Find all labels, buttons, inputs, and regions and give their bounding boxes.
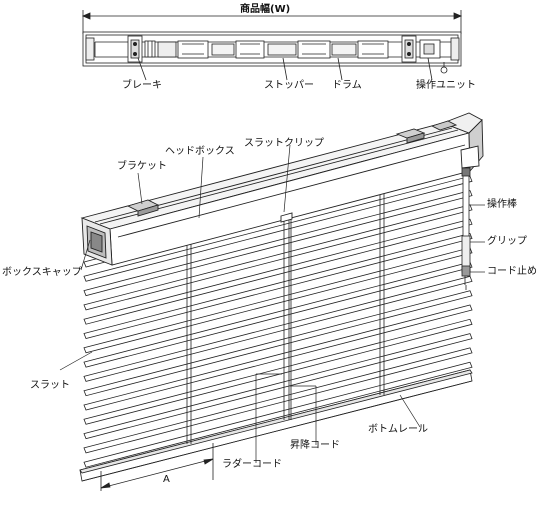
box-cap-label: ボックスキャップ (2, 267, 82, 278)
brake-label: ブレーキ (122, 80, 162, 91)
slat-label: スラット (30, 380, 70, 391)
stopper-label: ストッパー (264, 80, 314, 91)
top-view-leaders (137, 57, 433, 81)
bottom-rail (79, 369, 473, 482)
slat (83, 333, 473, 440)
ladder-cord-label: ラダーコード (222, 459, 282, 470)
slat (83, 261, 473, 368)
cord-stop-label: コード止め (487, 266, 537, 277)
width-label: 商品幅(W) (240, 4, 291, 15)
top-view (81, 10, 463, 81)
slat (83, 361, 473, 468)
slat (83, 275, 473, 382)
head-box-label: ヘッドボックス (165, 146, 235, 157)
operating-rod (461, 167, 471, 290)
slat (83, 190, 473, 297)
slat (83, 290, 473, 397)
head-box (80, 112, 484, 266)
dimension-a (100, 443, 214, 491)
main-view-leaders (59, 144, 485, 463)
width-dimension (81, 10, 463, 34)
operating-rod-label: 操作棒 (487, 199, 517, 210)
slat (83, 218, 473, 325)
slat (83, 304, 473, 411)
slat (83, 175, 473, 282)
dimension-a-label: A (163, 474, 170, 485)
lifting-cord-label: 昇降コード (290, 440, 340, 451)
bracket-label: ブラケット (117, 161, 167, 172)
bottom-rail-label: ボトムレール (368, 424, 428, 435)
slat (83, 204, 473, 311)
drum-label: ドラム (332, 80, 362, 91)
top-view-headbox (82, 31, 462, 74)
grip-label: グリップ (487, 236, 527, 247)
cords (186, 190, 385, 444)
slat-stack (83, 161, 473, 468)
slat (83, 247, 473, 354)
operation-unit-label: 操作ユニット (416, 80, 476, 91)
slat (83, 318, 473, 425)
slat (83, 233, 473, 339)
slat (83, 347, 473, 454)
slat-clip-label: スラットクリップ (244, 138, 324, 149)
